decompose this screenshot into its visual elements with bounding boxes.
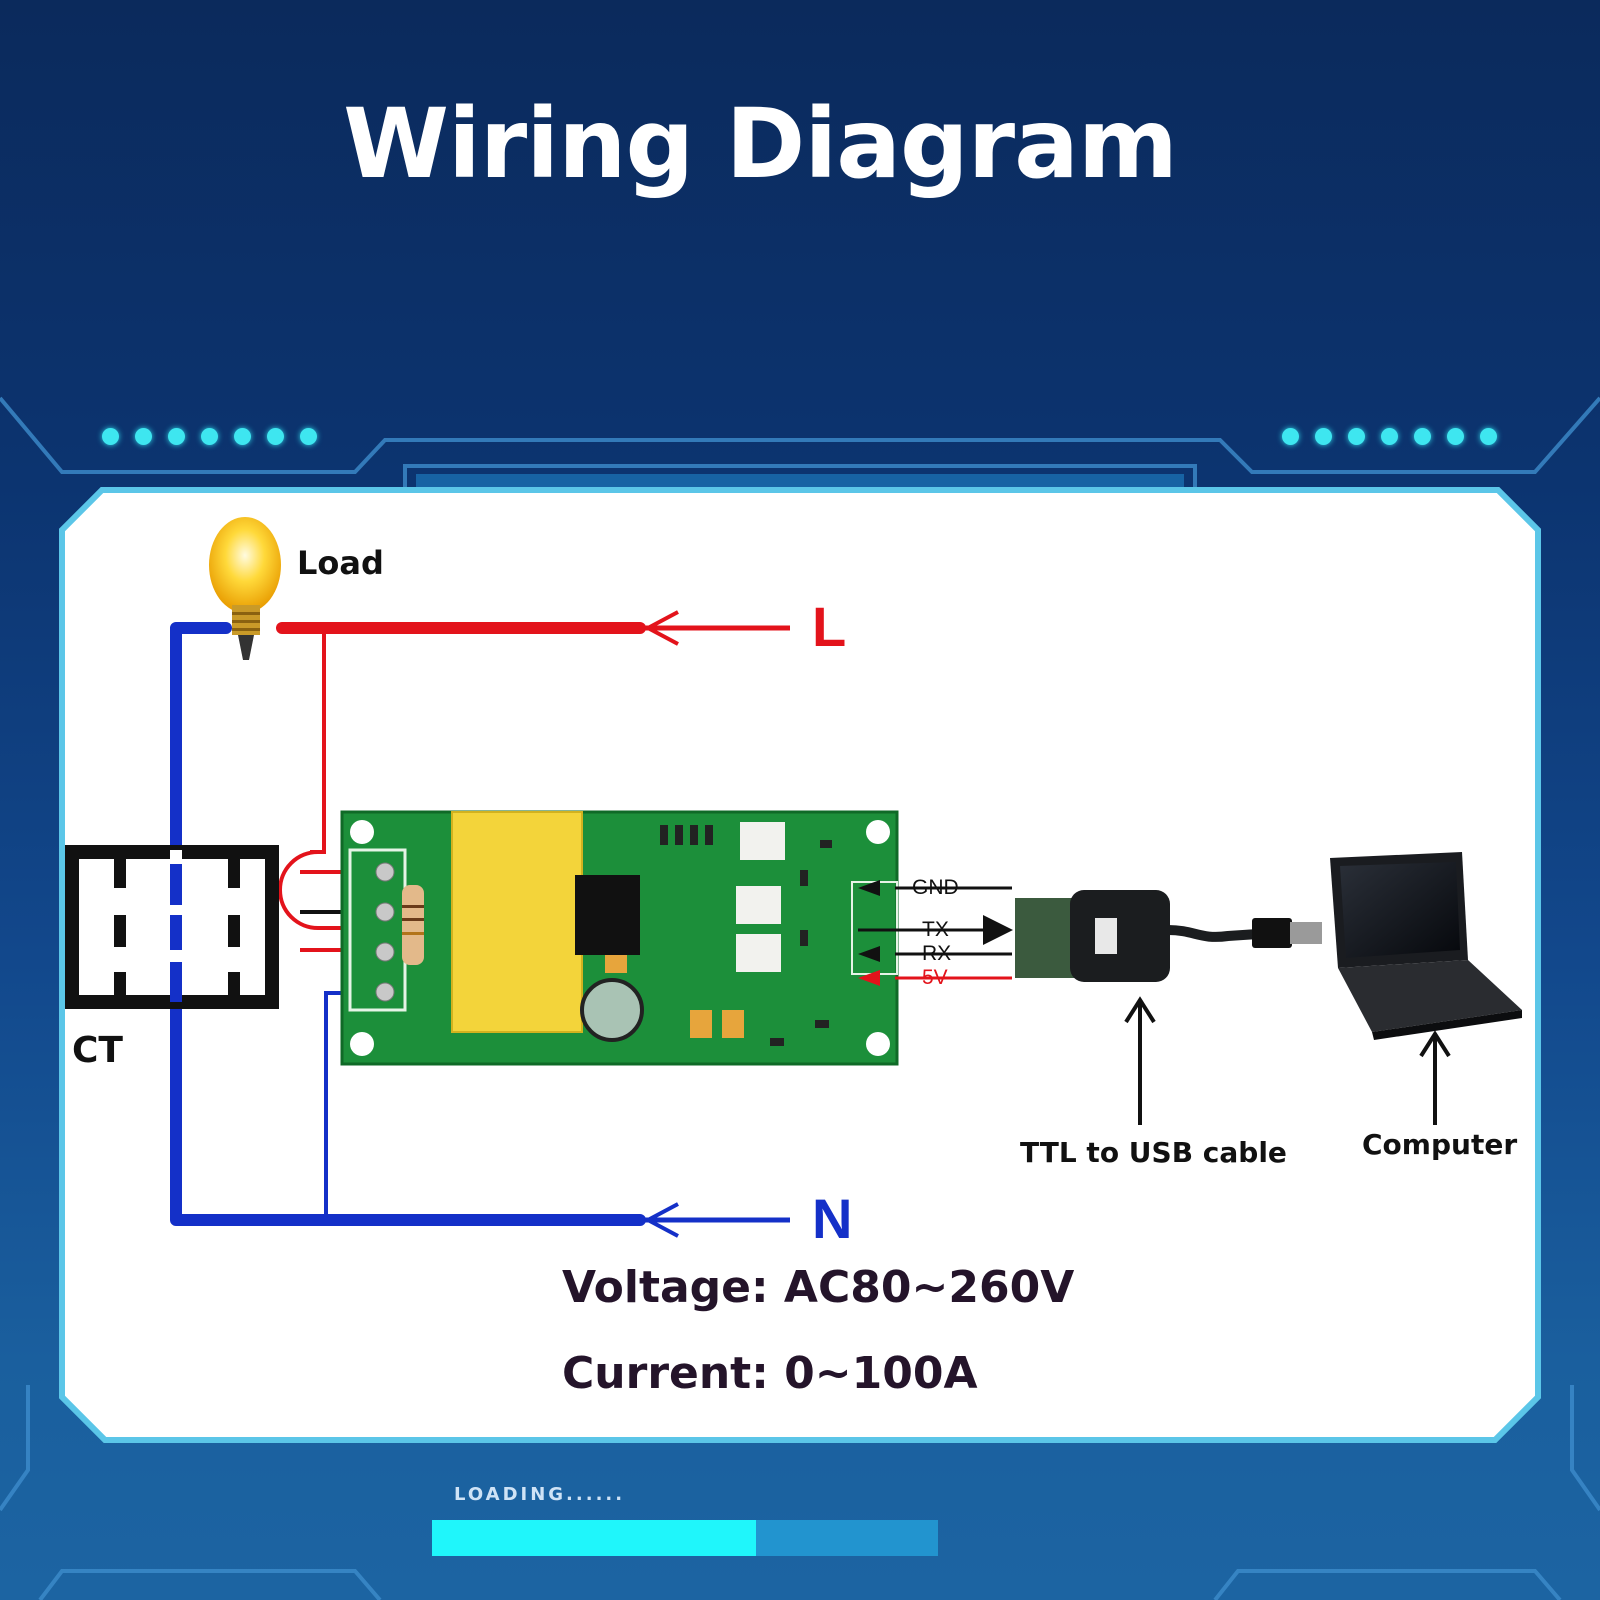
dot (102, 428, 119, 445)
dot (201, 428, 218, 445)
dot (1315, 428, 1332, 445)
line-wire (276, 610, 790, 952)
pin-label-5v: 5V (922, 966, 948, 989)
voltage-spec: Voltage: AC80~260V (562, 1262, 1075, 1313)
pin-label-gnd: GND (912, 876, 959, 899)
dot (1282, 428, 1299, 445)
loading-label: LOADING...... (454, 1484, 626, 1505)
signal-lines (858, 880, 1013, 986)
dot (234, 428, 251, 445)
ttl-usb-adapter-icon (1015, 890, 1322, 982)
neutral-label: N (812, 1187, 853, 1250)
dot (1414, 428, 1431, 445)
accent-dots-right (1282, 428, 1497, 445)
dot (300, 428, 317, 445)
dot (267, 428, 284, 445)
current-spec: Current: 0~100A (562, 1348, 978, 1399)
progress-fill (432, 1520, 756, 1556)
page-title: Wiring Diagram (343, 88, 1178, 200)
computer-label: Computer (1362, 1128, 1518, 1161)
dot (1348, 428, 1365, 445)
dot (135, 428, 152, 445)
loading-progress-bar (432, 1520, 938, 1556)
light-bulb-icon (209, 517, 281, 660)
load-label: Load (297, 544, 384, 582)
laptop-icon (1330, 852, 1522, 1040)
ct-label: CT (72, 1030, 123, 1071)
adapter-label: TTL to USB cable (1020, 1136, 1287, 1169)
dot (168, 428, 185, 445)
dot (1480, 428, 1497, 445)
pzem-module-board (340, 810, 899, 1066)
current-transformer-icon (65, 845, 279, 1009)
dot (1447, 428, 1464, 445)
accent-dots-left (102, 428, 317, 445)
line-label: L (812, 595, 847, 658)
pin-label-rx: RX (922, 942, 952, 965)
dot (1381, 428, 1398, 445)
pin-label-tx: TX (922, 918, 949, 941)
